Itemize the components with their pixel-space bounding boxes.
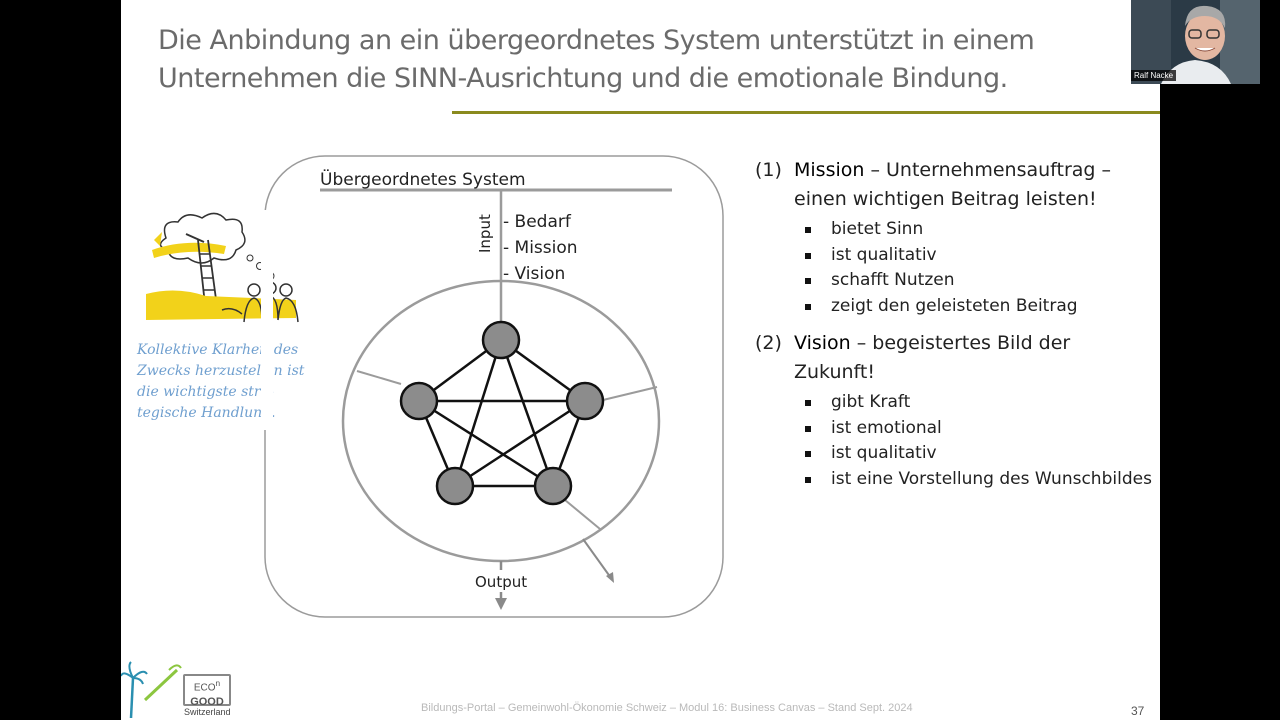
item-text: – Unternehmensauftrag – einen wichtigen … (794, 159, 1112, 210)
input-item-bedarf: - Bedarf (503, 212, 572, 232)
network-nodes (399, 320, 605, 506)
item-keyword: Mission (794, 159, 865, 181)
item-keyword: Vision (794, 332, 851, 354)
item-text: – begeistertes Bild der Zukunft! (794, 332, 1071, 383)
item-number: (1) (755, 159, 782, 181)
list-item-mission: (1) Mission – Unternehmensauftrag – eine… (755, 156, 1155, 319)
bullet-list: bietet Sinn ist qualitativ schafft Nutze… (794, 217, 1155, 319)
bullet-item: ist emotional (794, 416, 1155, 442)
bullet-item: ist qualitativ (794, 243, 1155, 269)
footer-text: Bildungs-Portal – Gemeinwohl-Ökonomie Sc… (421, 702, 913, 714)
title-divider (452, 111, 1160, 114)
palm-tree-icon (121, 661, 182, 719)
webcam-video-tile[interactable]: Ralf Nacke (1131, 0, 1260, 84)
slide: Die Anbindung an ein übergeordnetes Syst… (121, 0, 1160, 720)
system-diagram: Übergeordnetes System Input - Bedarf - M… (261, 155, 724, 618)
bullet-item: zeigt den geleisteten Beitrag (794, 294, 1155, 320)
input-label: Input (476, 214, 494, 253)
network-edges (417, 338, 587, 488)
presenter-name-tag: Ralf Nacke (1131, 70, 1177, 81)
input-item-mission: - Mission (503, 238, 578, 258)
bullet-item: gibt Kraft (794, 390, 1155, 416)
page-number: 37 (1131, 704, 1145, 718)
bullet-item: ist qualitativ (794, 441, 1155, 467)
system-label: Übergeordnetes System (320, 168, 526, 190)
bullet-item: ist eine Vorstellung des Wunschbildes (794, 467, 1155, 493)
output-arrow-icon (495, 598, 507, 610)
mission-vision-list: (1) Mission – Unternehmensauftrag – eine… (755, 156, 1155, 502)
bullet-list: gibt Kraft ist emotional ist qualitativ … (794, 390, 1155, 492)
logo-wordmark: ECOn GOOD (183, 674, 231, 708)
bullet-item: schafft Nutzen (794, 268, 1155, 294)
econgood-logo: ECOn GOOD Switzerland (121, 656, 241, 720)
presenter-avatar-icon (1161, 5, 1231, 84)
item-number: (2) (755, 332, 782, 354)
list-item-vision: (2) Vision – begeistertes Bild der Zukun… (755, 329, 1155, 492)
logo-subtitle: Switzerland (184, 707, 231, 717)
thinking-people-sketch-icon (146, 212, 299, 323)
output-label: Output (475, 573, 527, 591)
bullet-item: bietet Sinn (794, 217, 1155, 243)
side-arrow-icon (606, 572, 614, 583)
input-item-vision: - Vision (503, 264, 565, 284)
slide-title: Die Anbindung an ein übergeordnetes Syst… (158, 25, 1035, 94)
